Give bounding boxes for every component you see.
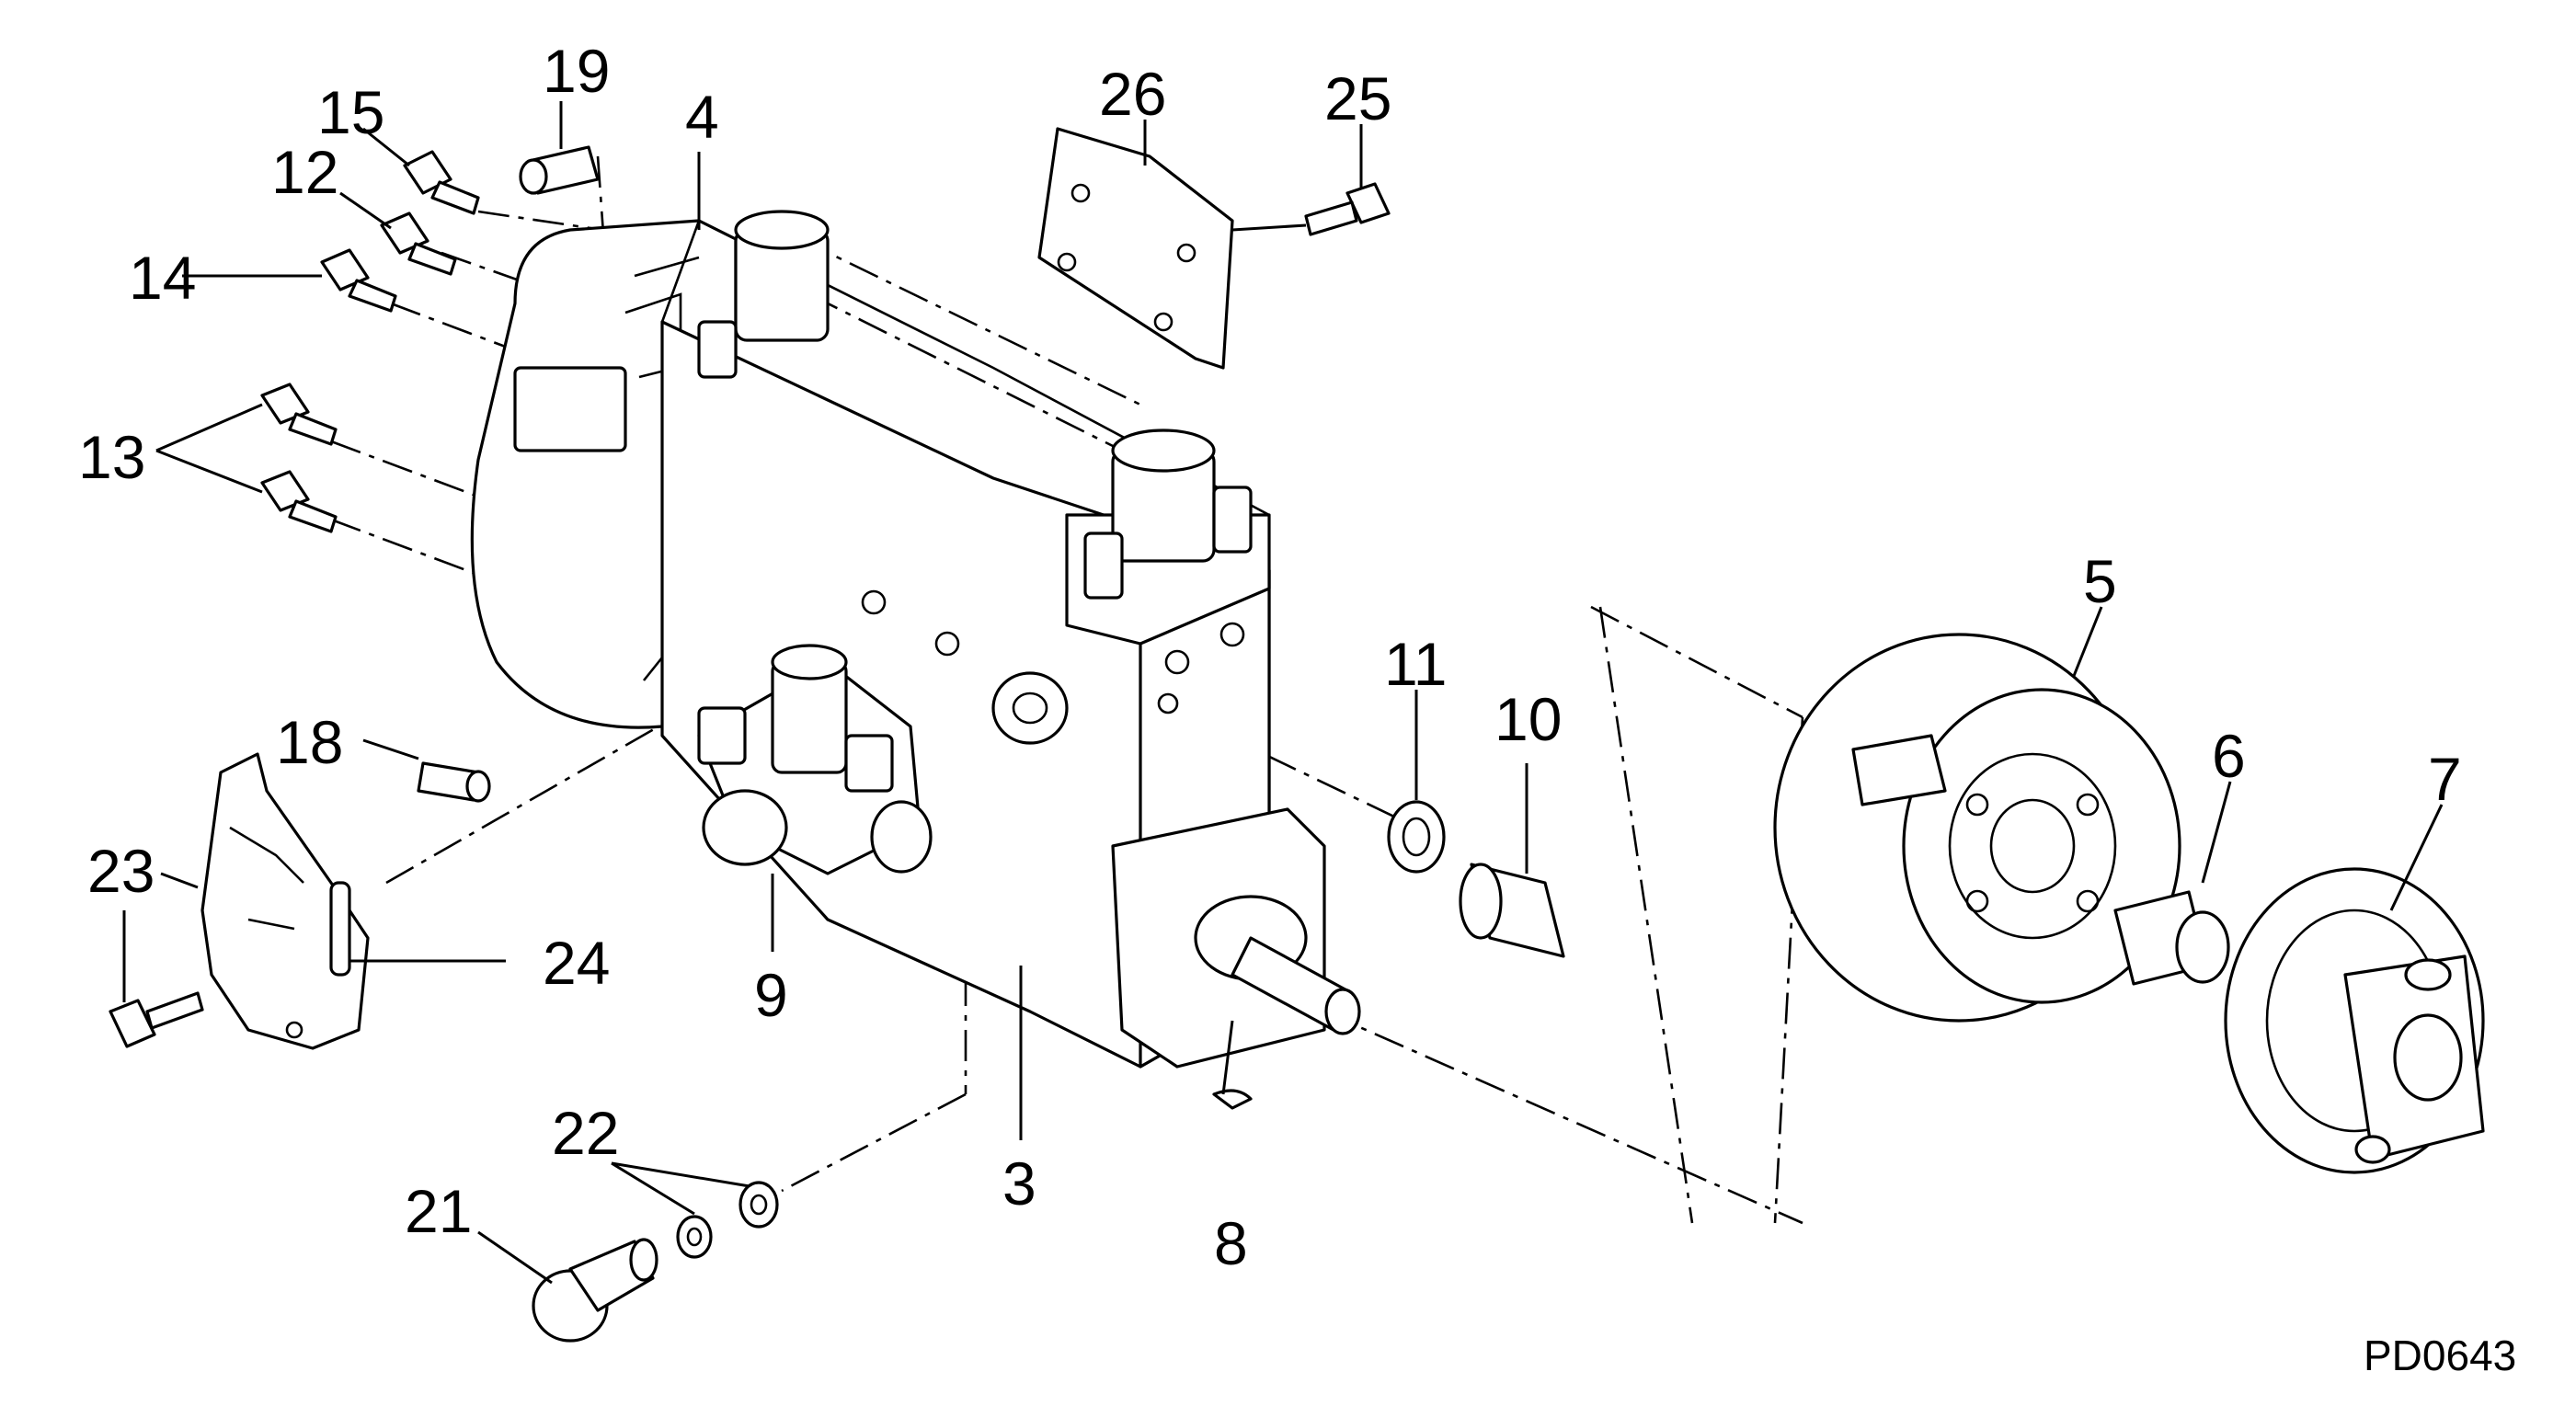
callout-23: 23	[87, 837, 155, 905]
bolt-13-upper	[260, 383, 338, 446]
callout-6: 6	[2212, 722, 2246, 790]
bolt-13-lower	[260, 470, 338, 533]
callout-19: 19	[543, 37, 610, 105]
washers-22	[676, 1181, 779, 1259]
callout-8: 8	[1214, 1209, 1248, 1277]
pin-19	[519, 145, 600, 195]
callout-3: 3	[1002, 1149, 1036, 1217]
callout-11: 11	[1384, 630, 1448, 698]
bolt-14	[320, 248, 397, 313]
callout-18: 18	[276, 708, 343, 776]
callout-22: 22	[552, 1099, 619, 1167]
callout-7: 7	[2428, 745, 2462, 813]
callout-25: 25	[1324, 64, 1391, 132]
diagram-code: PD0643	[2364, 1332, 2516, 1379]
nut-6	[2113, 890, 2230, 986]
washer-11	[1387, 800, 1446, 874]
callout-labels: 3 4 5 6 7 8 9 10 11 12 13 14 15 18 19 21…	[78, 37, 2516, 1379]
callout-15: 15	[317, 78, 384, 146]
callout-10: 10	[1494, 685, 1562, 753]
cover-26	[1037, 127, 1234, 370]
bolt-12	[380, 211, 457, 276]
callout-5: 5	[2083, 547, 2117, 615]
banjo-bolt-21	[532, 1238, 658, 1343]
callout-14: 14	[129, 244, 196, 312]
bolt-23	[109, 991, 204, 1048]
timer-assembly-7	[2224, 867, 2485, 1174]
feed-pump	[697, 644, 933, 875]
key-8	[1212, 1089, 1253, 1110]
callout-13: 13	[78, 423, 145, 491]
callout-12: 12	[271, 138, 338, 206]
callout-21: 21	[405, 1177, 472, 1245]
plug-10	[1459, 863, 1565, 958]
bolt-15	[403, 150, 480, 215]
pin-18	[417, 761, 491, 803]
leader-lines	[122, 101, 2444, 1285]
callout-26: 26	[1099, 60, 1166, 128]
injection-pump-body	[470, 210, 1361, 1069]
callout-24: 24	[543, 929, 610, 997]
bolt-25	[1304, 182, 1391, 236]
bracket-24	[200, 752, 370, 1050]
callout-9: 9	[754, 961, 788, 1029]
callout-4: 4	[685, 83, 719, 151]
timer-housing-5	[1773, 633, 2181, 1023]
